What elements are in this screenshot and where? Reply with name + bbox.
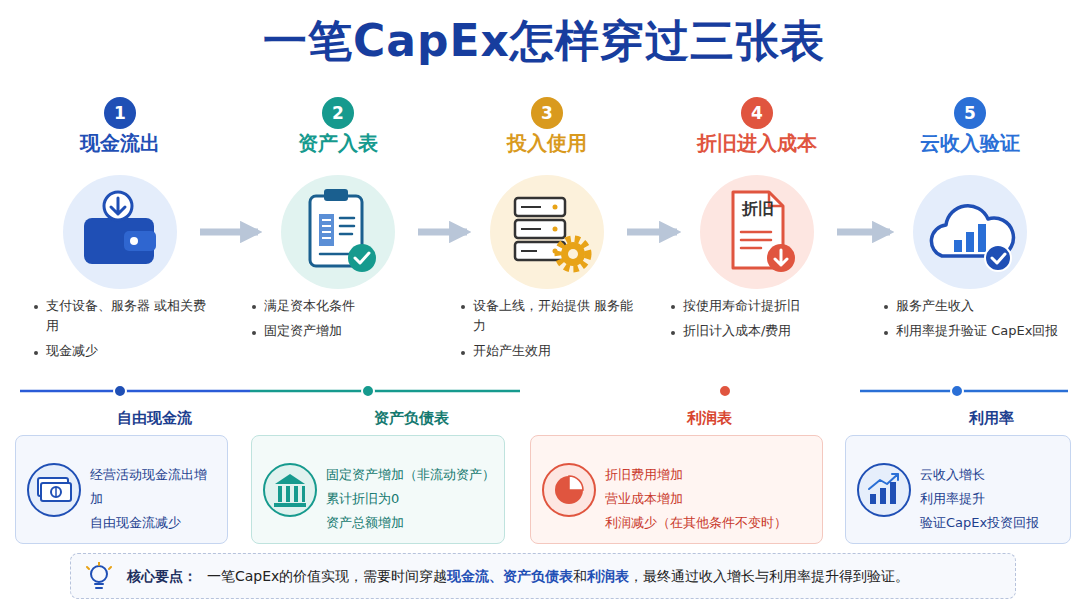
flow-arrow xyxy=(837,229,890,236)
bullet-text: 现金减少 xyxy=(32,341,210,361)
step-illustration xyxy=(699,174,815,290)
statement-box: 资产负债表固定资产增加（非流动资产）累计折旧为0资产总额增加 xyxy=(251,435,505,544)
step-number: 4 xyxy=(741,97,773,129)
step-heading: 资产入表 xyxy=(228,130,448,157)
bullet-text: 支付设备、服务器 或相关费用 xyxy=(32,296,210,336)
statement-icon xyxy=(26,462,82,518)
step-number-text: 5 xyxy=(964,103,976,123)
step-bullets: 按使用寿命计提折旧折旧计入成本/费用 xyxy=(669,296,847,346)
key-point-lead: 核心要点： xyxy=(127,568,197,584)
bulb-icon xyxy=(85,562,115,594)
statement-line: 自由现金流减少 xyxy=(90,511,219,535)
key-point-text: 利润表 xyxy=(587,568,629,584)
statement-line: 营业成本增加 xyxy=(605,487,814,511)
key-point-text: 和 xyxy=(573,568,587,584)
flow-arrow xyxy=(200,229,258,236)
statement-line: 折旧费用增加 xyxy=(605,463,814,487)
flow-arrow xyxy=(418,229,467,236)
bullet-text: 开始产生效用 xyxy=(459,341,637,361)
step-bullets: 服务产生收入利用率提升验证 CapEx回报 xyxy=(882,296,1060,346)
bullet-text: 固定资产增加 xyxy=(250,321,428,341)
statement-icon xyxy=(262,462,318,518)
step-icon: 云收入验证服务产生收入利用率提升验证 CapEx回报 xyxy=(912,174,1028,290)
step-number: 5 xyxy=(954,97,986,129)
statement-line: 固定资产增加（非流动资产） xyxy=(326,463,496,487)
step-number: 2 xyxy=(322,97,354,129)
step-number: 3 xyxy=(531,97,563,129)
step-heading: 投入使用 xyxy=(437,130,657,157)
step-number-text: 2 xyxy=(332,103,344,123)
step-number-text: 1 xyxy=(114,103,126,123)
step-number: 1 xyxy=(104,97,136,129)
bullet-text: 按使用寿命计提折旧 xyxy=(669,296,847,316)
title: 一笔CapEx怎样穿过三张表 xyxy=(0,12,1088,71)
step-icon: 资产入表满足资本化条件固定资产增加 xyxy=(280,174,396,290)
bullet-text: 利用率提升验证 CapEx回报 xyxy=(882,321,1060,341)
flow-arrow xyxy=(627,229,677,236)
statement-line: 累计折旧为0 xyxy=(326,487,496,511)
statement-box: 利润表折旧费用增加营业成本增加利润减少（在其他条件不变时） xyxy=(530,435,823,544)
statement-line: 利用率提升 xyxy=(920,487,1062,511)
key-point-box: 核心要点： 一笔CapEx的价值实现，需要时间穿越现金流、资产负债表和利润表，最终… xyxy=(70,553,1016,599)
statement-box: 自由现金流经营活动现金流出增加自由现金流减少 xyxy=(15,435,228,544)
step-heading: 折旧进入成本 xyxy=(647,130,867,157)
step-number-text: 3 xyxy=(541,103,553,123)
key-point-text: ，最终通过收入增长与利用率提升得到验证。 xyxy=(629,568,909,584)
bullet-text: 设备上线，开始提供 服务能力 xyxy=(459,296,637,336)
step-bullets: 设备上线，开始提供 服务能力开始产生效用 xyxy=(459,296,637,366)
step-illustration xyxy=(912,174,1028,290)
step-heading: 现金流出 xyxy=(10,130,230,157)
bullet-text: 满足资本化条件 xyxy=(250,296,428,316)
step-illustration xyxy=(62,174,178,290)
step-icon: 现金流出支付设备、服务器 或相关费用现金减少 xyxy=(62,174,178,290)
statement-heading: 利润表 xyxy=(605,409,814,428)
step-number-text: 4 xyxy=(751,103,763,123)
statement-line: 资产总额增加 xyxy=(326,511,496,535)
statement-heading: 资产负债表 xyxy=(326,409,496,428)
statement-line: 云收入增长 xyxy=(920,463,1062,487)
step-illustration xyxy=(280,174,396,290)
step-bullets: 满足资本化条件固定资产增加 xyxy=(250,296,428,346)
statement-box: 利用率云收入增长利用率提升验证CapEx投资回报 xyxy=(845,435,1071,544)
icon-label: 折旧 xyxy=(742,199,774,220)
statement-line: 验证CapEx投资回报 xyxy=(920,511,1062,535)
statement-heading: 自由现金流 xyxy=(90,409,219,428)
statement-icon xyxy=(856,462,912,518)
key-point-text: 一笔CapEx的价值实现，需要时间穿越 xyxy=(207,568,447,584)
statement-line: 利润减少（在其他条件不变时） xyxy=(605,511,814,535)
step-icon: 投入使用设备上线，开始提供 服务能力开始产生效用 xyxy=(489,174,605,290)
statement-line: 经营活动现金流出增加 xyxy=(90,463,219,511)
step-bullets: 支付设备、服务器 或相关费用现金减少 xyxy=(32,296,210,366)
bullet-text: 服务产生收入 xyxy=(882,296,1060,316)
statement-icon xyxy=(541,462,597,518)
step-heading: 云收入验证 xyxy=(860,130,1080,157)
step-icon: 折旧进入成本按使用寿命计提折旧折旧计入成本/费用 xyxy=(699,174,815,290)
bullet-text: 折旧计入成本/费用 xyxy=(669,321,847,341)
key-point-text: 现金流、资产负债表 xyxy=(447,568,573,584)
statement-heading: 利用率 xyxy=(920,409,1062,428)
step-illustration xyxy=(489,174,605,290)
